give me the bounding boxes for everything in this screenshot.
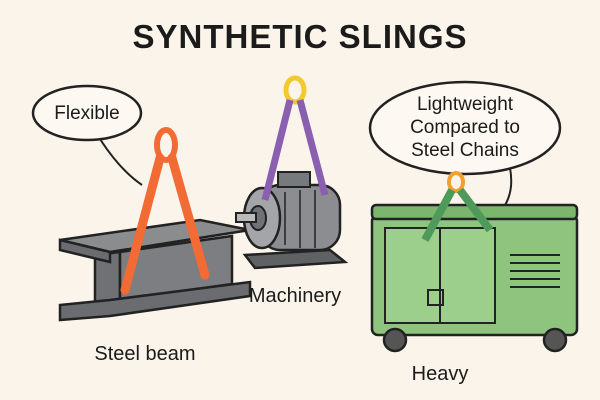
generator	[370, 203, 579, 353]
heavy-label: Heavy	[411, 363, 469, 385]
orange-sling	[120, 127, 210, 295]
flexible-speech-bubble	[31, 84, 143, 186]
lightweight-line-2: Compared to	[410, 117, 520, 138]
lightweight-line-3: Steel Chains	[411, 140, 519, 161]
green-sling	[421, 171, 494, 242]
flexible-callout: Flexible	[54, 103, 120, 124]
machinery-label: Machinery	[248, 285, 342, 307]
steel-beam	[58, 218, 252, 322]
purple-sling	[261, 75, 329, 201]
electric-motor	[235, 171, 349, 270]
steel-beam-label: Steel beam	[94, 343, 196, 365]
lightweight-callout: Lightweight Compared to Steel Chains	[370, 93, 560, 162]
page-title: SYNTHETIC SLINGS	[132, 18, 468, 55]
lightweight-line-1: Lightweight	[416, 94, 514, 115]
